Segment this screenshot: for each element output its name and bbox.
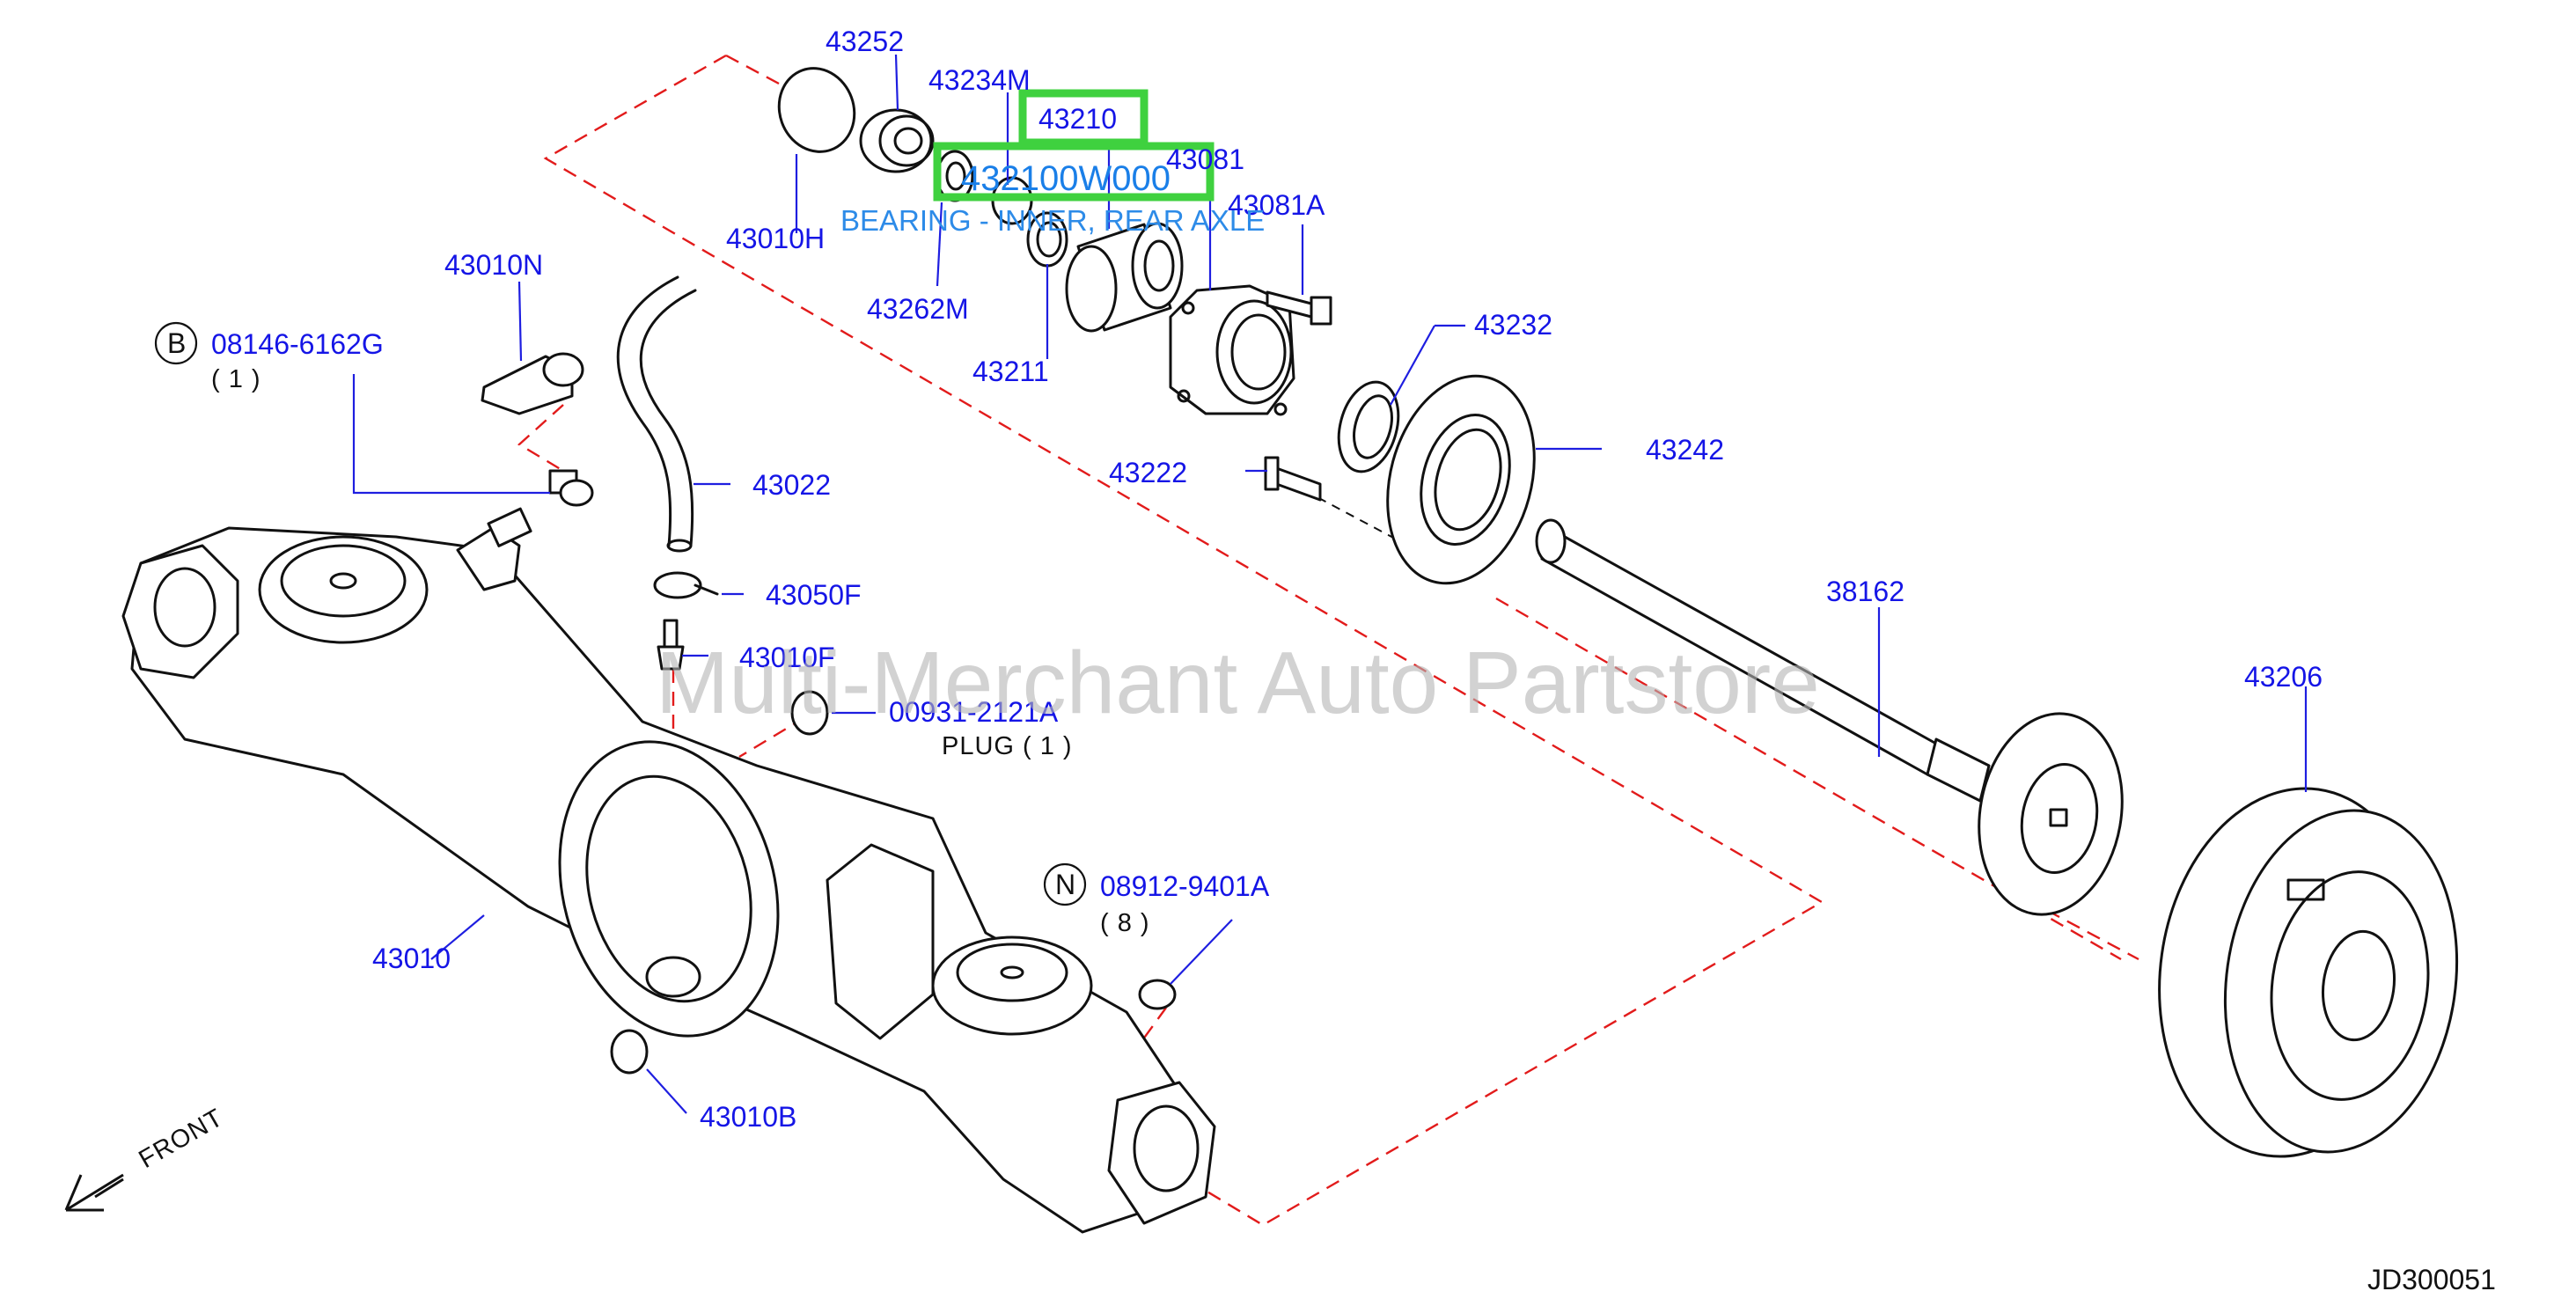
backing-plate-43242: [1386, 374, 1536, 585]
diagram-code: JD300051: [2367, 1264, 2496, 1295]
front-arrow-icon: [64, 1173, 124, 1212]
plug-00931: [790, 690, 829, 736]
label-43010: 43010: [372, 943, 451, 974]
label-08912-qty: ( 8 ): [1100, 909, 1150, 937]
label-43050f: 43050F: [766, 579, 862, 611]
label-43222: 43222: [1109, 457, 1187, 488]
label-43211: 43211: [972, 356, 1049, 387]
label-43262m: 43262M: [867, 293, 969, 325]
label-43081a: 43081A: [1228, 189, 1325, 221]
assembly-outline: [543, 54, 1824, 1227]
part-labels: 43252 43234M 43210 43081 43081A 43010H 4…: [154, 26, 2323, 1133]
drain-plug-43010b: [610, 1029, 649, 1075]
axle-shaft-38162: [1535, 518, 2124, 916]
oil-seal-43232: [1337, 380, 1400, 473]
label-43206: 43206: [2244, 661, 2323, 693]
clamp-43050f: [653, 571, 719, 599]
badge-b-circle: [154, 321, 198, 365]
badge-n: N: [1055, 869, 1075, 900]
label-43022: 43022: [752, 469, 831, 501]
badge-b: B: [167, 327, 186, 359]
bolt-43081a: [1266, 290, 1332, 326]
dash-hose: [517, 404, 564, 473]
hub-bolt-43222: [1264, 456, 1322, 502]
label-43252: 43252: [826, 26, 904, 57]
label-38162: 38162: [1826, 576, 1904, 607]
axle-housing-43010: [121, 507, 1216, 1234]
label-43210: 43210: [1038, 103, 1117, 135]
label-plug: PLUG ( 1 ): [942, 732, 1073, 760]
label-08146-6162g: 08146-6162G: [211, 328, 384, 360]
label-08146-qty: ( 1 ): [211, 365, 261, 393]
label-08912-9401a: 08912-9401A: [1100, 870, 1270, 902]
badge-n-circle: [1043, 862, 1087, 906]
label-43242: 43242: [1646, 434, 1724, 466]
seal-plate-43010h: [777, 67, 856, 153]
label-00931-2121a: 00931-2121A: [889, 696, 1059, 728]
label-43010b: 43010B: [700, 1101, 796, 1133]
housing-43081: [1169, 284, 1295, 416]
highlight-box-partno: [933, 142, 1215, 202]
label-43010h: 43010H: [726, 223, 825, 254]
nut-08912: [1138, 979, 1177, 1010]
breather-43010f: [657, 619, 685, 671]
bolt-08146: [548, 469, 594, 507]
watermark: Multi-Merchant Auto Partstore: [656, 634, 1820, 732]
label-43081: 43081: [1166, 143, 1244, 175]
label-43234m: 43234M: [928, 64, 1031, 96]
bearing-43210: [1065, 222, 1184, 333]
label-43232: 43232: [1474, 309, 1552, 341]
bearing-43252: [859, 108, 935, 173]
clip-43010n: [481, 352, 584, 415]
label-43010n: 43010N: [444, 249, 543, 281]
label-43010f: 43010F: [739, 642, 835, 673]
brake-drum-43206: [2158, 787, 2459, 1158]
highlight-description: BEARING - INNER, REAR AXLE: [840, 204, 1265, 237]
highlight-part-number: 432100W000: [961, 159, 1171, 198]
assembly-outline-top: [725, 54, 780, 85]
hose-43022: [616, 275, 697, 553]
front-label: FRONT: [135, 1104, 229, 1174]
